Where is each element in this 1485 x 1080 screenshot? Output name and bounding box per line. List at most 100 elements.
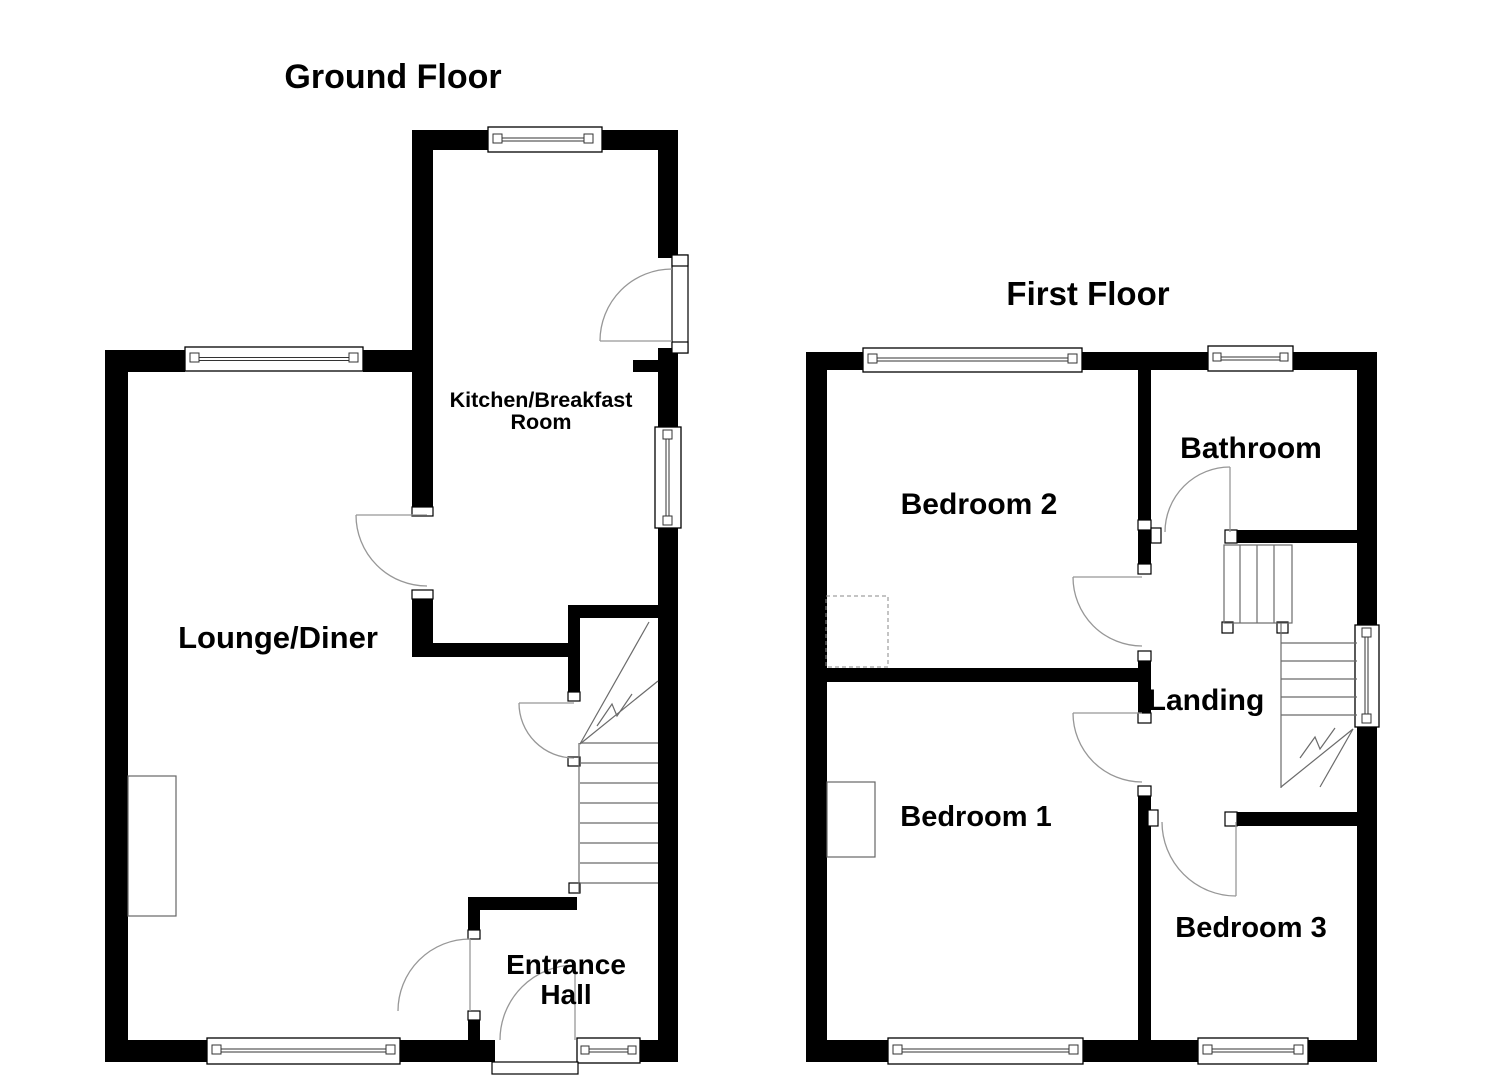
wall [468,897,480,930]
wall [568,605,580,692]
door-jamb [1150,527,1162,544]
window-bedroom3-bottom [1197,1037,1309,1065]
wall [1138,661,1151,713]
stair-winder [1280,728,1354,788]
ground-floor-walls [105,130,678,1062]
door-jamb [1137,712,1152,724]
wall [806,352,827,1062]
window-lounge-bottom [206,1037,401,1065]
stair-winder [579,621,650,745]
door-jamb [1137,519,1152,531]
wall [412,599,433,656]
door-jamb [467,929,481,940]
door-jamb [1137,785,1152,797]
ground-floor-staircase [578,621,659,893]
stair-newel [568,882,581,894]
door-jamb [411,589,434,600]
wall [1082,352,1208,370]
wall [658,130,678,258]
wall [468,1020,480,1042]
door-jamb [467,1010,481,1021]
wall [1138,530,1151,564]
stair-break-symbol [1299,727,1336,759]
room-label-kitchen: Kitchen/Breakfast [450,388,633,412]
stair-winder [1319,728,1354,788]
door-jamb [1137,650,1152,662]
wall [658,348,678,428]
wall [412,130,433,507]
room-label-lounge-diner: Lounge/Diner [178,620,378,655]
wall [412,130,488,150]
room-label-bedroom3: Bedroom 3 [1175,912,1326,944]
door-bathroom [1164,466,1231,533]
wall [806,1040,888,1062]
window-kitchen-right [654,426,682,529]
chimney-breast [826,781,876,858]
first-floor-windows [862,345,1380,1065]
ground-floor-jambs [411,506,581,1021]
ground-floor-plan: Ground Floor [105,58,689,1075]
ground-floor-windows [184,126,682,1065]
first-floor-staircase [1223,544,1357,788]
dashed-recess [825,595,889,668]
room-label-bedroom2: Bedroom 2 [901,488,1058,521]
wall [468,897,577,910]
door-jamb [1147,809,1159,827]
wall [105,350,185,372]
door-jamb [567,756,581,767]
wall [1138,370,1151,520]
room-label-bedroom1: Bedroom 1 [900,801,1051,833]
wall [1308,1040,1377,1062]
door-bedroom1 [1072,712,1143,783]
door-jamb [1137,563,1152,575]
wall [806,352,863,370]
wall [1237,530,1357,543]
window-hall-bottom [576,1037,641,1064]
first-floor-jambs [1137,519,1289,827]
window-lounge-top [184,346,364,372]
room-label-kitchen-2: Room [511,410,572,434]
first-floor-title: First Floor [1006,275,1169,312]
door-bedroom2 [1072,576,1143,647]
door-bedroom3 [1161,821,1237,897]
ground-floor-title: Ground Floor [284,58,501,96]
door-kitchen-side [599,254,689,354]
wall [568,605,658,618]
ground-floor-doors [355,254,689,1075]
room-label-bathroom: Bathroom [1180,432,1322,465]
wall [640,1040,678,1062]
wall [1357,352,1377,625]
door-lounge-stairs [518,702,575,759]
wall [105,1040,208,1062]
wall-nib [633,360,658,372]
stair-break-symbol [596,693,633,727]
window-bathroom-top [1207,345,1294,372]
door-lounge-kitchen [355,514,428,587]
first-floor-doors [1072,466,1237,897]
chimney-breast [127,775,177,917]
door-jamb [1224,811,1238,827]
wall [658,528,678,1062]
wall [105,350,128,1062]
wall [1138,796,1151,1062]
stair-newel [1221,621,1234,634]
wall [412,643,568,657]
door-jamb [1224,529,1238,544]
door-jamb [567,691,581,702]
window-bedroom1-bottom [887,1037,1084,1065]
wall [398,1040,495,1062]
window-stairs-right [1354,624,1380,728]
window-kitchen-top [487,126,603,153]
wall [1357,727,1377,1062]
door-lounge-hall [397,938,471,1012]
front-door-threshold [491,1061,579,1075]
room-label-entrance-2: Hall [540,979,591,1010]
wall [1237,812,1357,826]
wall [825,668,1138,682]
room-label-entrance: Entrance [506,949,626,980]
front-door [491,964,579,1075]
door-jamb [411,506,434,517]
first-floor-walls [806,352,1377,1062]
